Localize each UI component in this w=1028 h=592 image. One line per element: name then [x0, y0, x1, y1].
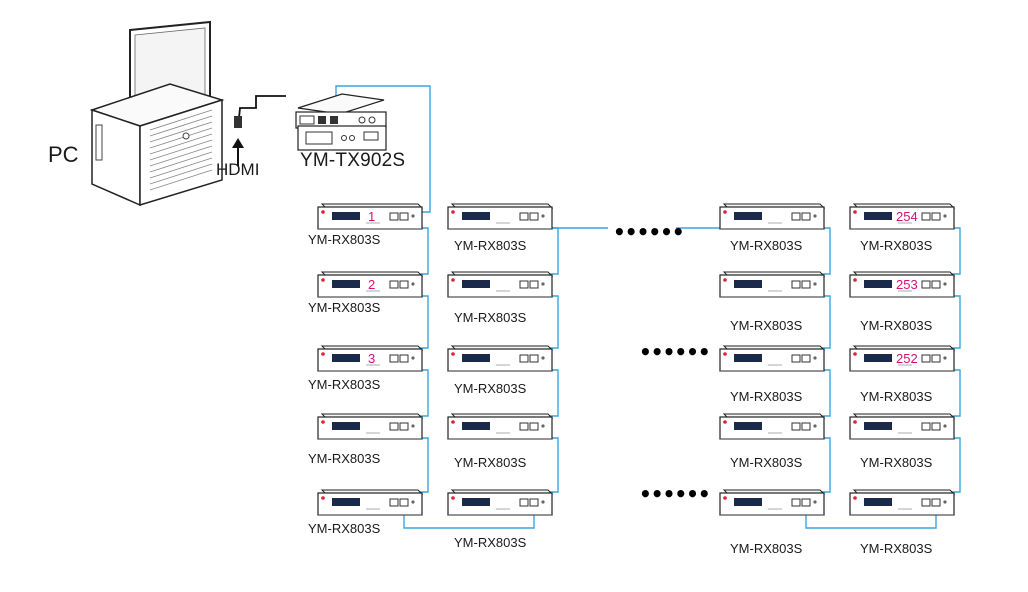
- receiver-unit-icon: [719, 413, 826, 440]
- receiver-label: YM-RX803S: [730, 455, 803, 470]
- receiver-label: YM-RX803S: [860, 541, 933, 556]
- network-cable: [403, 508, 535, 529]
- receiver-unit-icon: [447, 203, 554, 230]
- unit-number: 254: [896, 209, 918, 224]
- receiver-label: YM-RX803S: [454, 455, 527, 470]
- receiver-unit-icon: [317, 489, 424, 516]
- unit-number: 2: [368, 277, 375, 292]
- unit-number: 253: [896, 277, 918, 292]
- receiver-label: YM-RX803S: [308, 232, 381, 247]
- receiver-label: YM-RX803S: [860, 238, 933, 253]
- receiver-unit-icon: [849, 271, 956, 298]
- hdmi-connector-icon: [234, 95, 286, 129]
- receiver-label: YM-RX803S: [454, 238, 527, 253]
- receiver-label: YM-RX803S: [730, 238, 803, 253]
- pc-workstation-icon: [89, 20, 225, 207]
- receiver-unit-icon: [317, 203, 424, 230]
- receiver-unit-icon: [849, 489, 956, 516]
- transmitter-device-icon: [295, 93, 387, 151]
- receiver-unit-icon: [849, 413, 956, 440]
- receiver-label: YM-RX803S: [860, 318, 933, 333]
- receiver-label: YM-RX803S: [308, 300, 381, 315]
- receiver-unit-icon: [719, 489, 826, 516]
- receiver-unit-icon: [447, 489, 554, 516]
- receiver-label: YM-RX803S: [308, 521, 381, 536]
- receiver-label: YM-RX803S: [454, 310, 527, 325]
- receiver-unit-icon: [719, 203, 826, 230]
- pc-label: PC: [48, 142, 79, 167]
- receiver-label: YM-RX803S: [860, 455, 933, 470]
- receiver-label: YM-RX803S: [454, 535, 527, 550]
- receiver-unit-icon: [719, 271, 826, 298]
- receiver-label: YM-RX803S: [730, 318, 803, 333]
- unit-number: 1: [368, 209, 375, 224]
- receiver-label: YM-RX803S: [454, 381, 527, 396]
- transmitter-label: YM-TX902S: [300, 150, 406, 171]
- up-arrow-icon: [232, 138, 244, 166]
- receiver-label: YM-RX803S: [860, 389, 933, 404]
- ellipsis-top: ••••••: [613, 220, 685, 244]
- receiver-unit-icon: [317, 345, 424, 372]
- receiver-unit-icon: [317, 271, 424, 298]
- receiver-unit-icon: [849, 203, 956, 230]
- receiver-label: YM-RX803S: [308, 377, 381, 392]
- network-cable: [805, 508, 937, 529]
- unit-number: 3: [368, 351, 375, 366]
- receiver-unit-icon: [447, 271, 554, 298]
- receiver-unit-icon: [447, 345, 554, 372]
- unit-number: 252: [896, 351, 918, 366]
- receiver-units: [317, 203, 956, 516]
- receiver-unit-icon: [317, 413, 424, 440]
- receiver-label: YM-RX803S: [730, 389, 803, 404]
- unit-number-layer: 1 2 3 254 253 252: [368, 209, 918, 366]
- receiver-label: YM-RX803S: [730, 541, 803, 556]
- receiver-unit-icon: [719, 345, 826, 372]
- receiver-label: YM-RX803S: [308, 451, 381, 466]
- receiver-unit-icon: [849, 345, 956, 372]
- hdmi-label: HDMI: [216, 160, 260, 179]
- ellipsis-bottom: ••••••: [639, 482, 711, 506]
- ellipsis-middle: ••••••: [639, 340, 711, 364]
- receiver-unit-icon: [447, 413, 554, 440]
